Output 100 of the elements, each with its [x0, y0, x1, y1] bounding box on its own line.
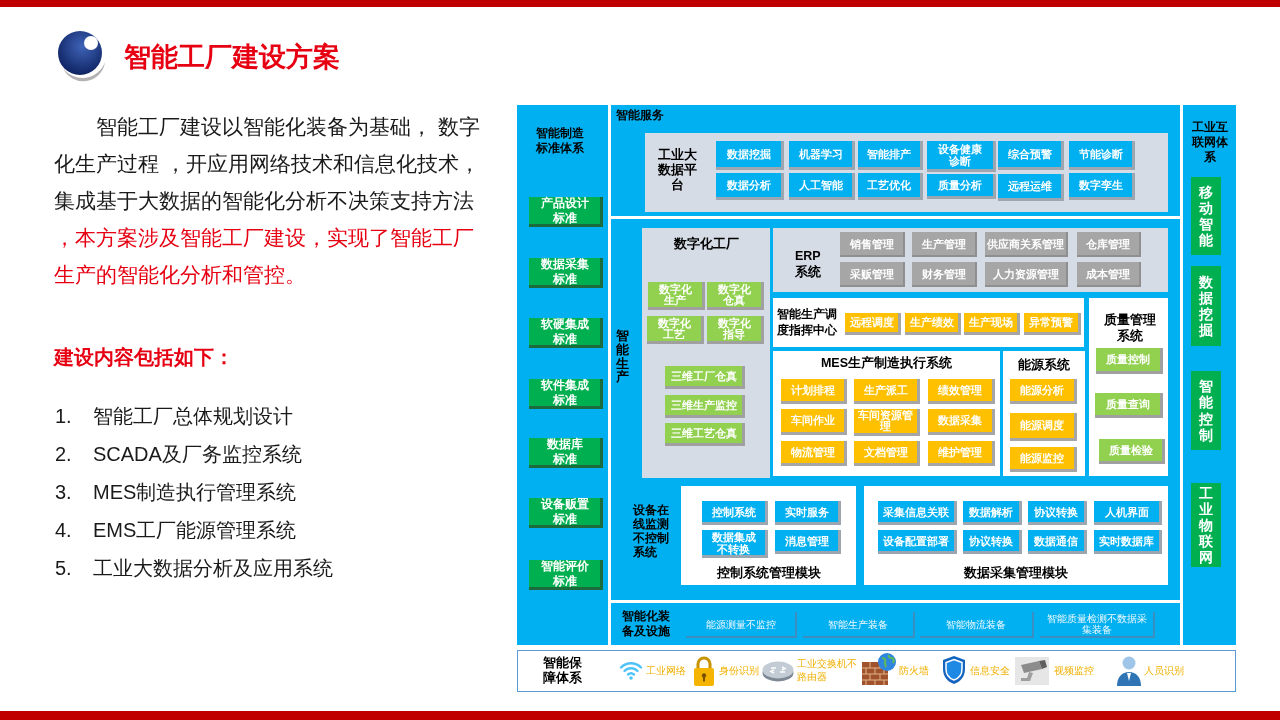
- equipment-tile: 能源测量不监控: [686, 612, 797, 638]
- function-tile: 控制系统: [702, 501, 768, 525]
- function-tile: 车间资源管理: [854, 409, 920, 436]
- platform-panel: [645, 133, 1168, 212]
- list-number: 2.: [55, 442, 73, 467]
- standard-tile: 数据库标准: [529, 438, 603, 468]
- function-tile: 数字化生产: [648, 282, 705, 310]
- list-item: 工业大数据分析及应用系统: [93, 556, 334, 581]
- function-tile: 仓库管理: [1077, 232, 1141, 257]
- function-tile: 数据采集: [928, 409, 995, 435]
- function-tile: 数字化指导: [707, 316, 764, 344]
- function-tile: 工业物联网: [1191, 483, 1221, 567]
- equipment-tile: 智能生产装备: [803, 612, 915, 638]
- standard-tile: 软件集成标准: [529, 379, 603, 409]
- support-item-label: 视频监控: [1054, 664, 1095, 678]
- function-tile: 财务管理: [912, 262, 977, 287]
- function-tile: 成本管理: [1077, 262, 1141, 287]
- function-tile: 能源调度: [1010, 413, 1077, 441]
- system-panel: [1089, 298, 1168, 476]
- section-heading: 工业大数据平台: [657, 148, 697, 194]
- list-heading: 建设内容包括如下：: [54, 345, 235, 370]
- platform-panel: [773, 228, 1168, 292]
- function-tile: 异常预警: [1024, 313, 1081, 335]
- function-tile: 三维工厂仓真: [665, 366, 745, 389]
- function-tile: 文档管理: [854, 441, 920, 466]
- list-number: 3.: [55, 480, 73, 505]
- standard-tile: 软硬集成标准: [529, 318, 603, 348]
- function-tile: 数据分析: [716, 173, 784, 200]
- function-tile: 协议转换: [963, 530, 1022, 554]
- function-tile: 机器学习: [789, 141, 855, 170]
- section-heading: 数据采集管理模块: [963, 565, 1069, 581]
- function-tile: 采集信息关联: [878, 501, 957, 525]
- platform-panel: [642, 228, 770, 478]
- list-number: 1.: [55, 404, 73, 429]
- function-tile: 数据集成不转换: [702, 530, 768, 558]
- function-tile: 数据通信: [1028, 530, 1087, 554]
- function-tile: 实时服务: [775, 501, 841, 525]
- system-panel: [681, 486, 856, 585]
- system-panel: [864, 486, 1168, 585]
- function-tile: 移动智能: [1191, 177, 1221, 255]
- system-column: [517, 105, 608, 645]
- function-tile: 三维工艺仓真: [665, 423, 745, 446]
- list-item: MES制造执行管理系统: [93, 480, 298, 505]
- section-heading: 设备在线监测不控制系统: [633, 503, 670, 561]
- function-tile: 智能控制: [1191, 371, 1221, 450]
- function-tile: 人工智能: [789, 173, 855, 200]
- function-tile: 生产绩效: [905, 313, 961, 335]
- layer-band: [611, 219, 1180, 600]
- standard-tile: 智能评价标准: [529, 560, 603, 590]
- function-tile: 工艺优化: [858, 173, 923, 200]
- function-tile: 供应商关系管理: [985, 232, 1068, 257]
- system-panel: [773, 298, 1084, 347]
- equipment-tile: 智能质量检测不数据采集装备: [1040, 612, 1155, 638]
- section-heading: MES生产制造执行系统: [819, 355, 954, 371]
- function-tile: 质量查询: [1095, 393, 1163, 418]
- system-panel: [773, 351, 1000, 476]
- function-tile: 设备配置部署: [878, 530, 957, 554]
- function-tile: 采贩管理: [840, 262, 905, 287]
- layer-band: [611, 603, 1180, 645]
- section-heading: 数字化工厂: [672, 236, 740, 252]
- function-tile: 质量分析: [927, 174, 996, 199]
- section-heading: 智能保障体系: [541, 656, 583, 687]
- function-tile: 节能诊断: [1069, 141, 1135, 170]
- section-heading: 质量管理系统: [1103, 312, 1157, 344]
- function-tile: 质量检验: [1099, 439, 1165, 464]
- list-number: 5.: [55, 556, 73, 581]
- system-column: [1183, 105, 1236, 645]
- function-tile: 远程运维: [998, 174, 1064, 201]
- function-tile: 人力资源管理: [985, 262, 1068, 287]
- support-item-label: 防火墙: [899, 664, 930, 678]
- function-tile: 数字化仓真: [707, 282, 764, 310]
- function-tile: 质量控制: [1096, 348, 1163, 374]
- support-item-label: 身份识别: [719, 664, 760, 678]
- function-tile: 生产现场: [964, 313, 1020, 335]
- section-heading: 控制系统管理模块: [715, 565, 822, 581]
- support-item-label: 人员识别: [1144, 664, 1185, 678]
- section-heading: ERP系统: [795, 248, 822, 281]
- function-tile: 能源监控: [1010, 447, 1077, 472]
- function-tile: 综合预警: [998, 141, 1064, 170]
- section-heading: 工业互联网体系: [1190, 120, 1229, 166]
- standard-tile: 产品设计标准: [529, 197, 603, 227]
- intro-paragraph: 智能工厂建设以智能化装备为基础， 数字化生产过程 ，开应用网络技术和信息化技术，集成基于大数据的智能化分析不决策支持方法: [54, 114, 481, 214]
- list-number: 4.: [55, 518, 73, 543]
- function-tile: 计划排程: [781, 379, 847, 404]
- system-panel: [1003, 351, 1085, 476]
- layer-band: [611, 105, 1180, 216]
- function-tile: 车间作业: [781, 409, 847, 435]
- equipment-tile: 智能物流装备: [920, 612, 1034, 638]
- function-tile: 销售管理: [840, 232, 905, 257]
- list-item: EMS工厂能源管理系统: [93, 518, 298, 543]
- function-tile: 设备健康诊断: [927, 141, 996, 172]
- section-heading: 智能生产调度指挥中心: [777, 306, 838, 339]
- function-tile: 消息管理: [775, 530, 841, 554]
- list-item: 智能工厂总体规划设计: [93, 404, 294, 429]
- standard-tile: 数据采集标准: [529, 258, 603, 288]
- function-tile: 物流管理: [781, 441, 847, 466]
- support-item-label: 工业交换机不路由器: [797, 657, 858, 684]
- function-tile: 能源分析: [1010, 379, 1077, 404]
- function-tile: 远程调度: [845, 313, 901, 335]
- function-tile: 协议转换: [1028, 501, 1087, 525]
